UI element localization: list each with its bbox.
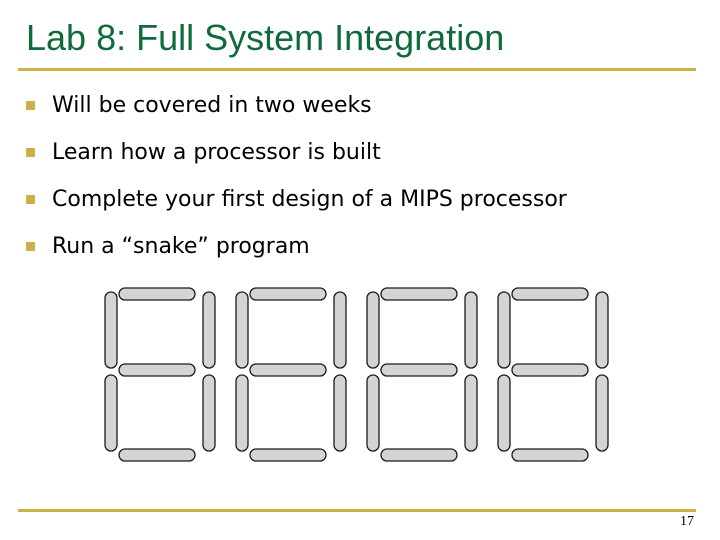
segment-top-right <box>595 291 609 369</box>
segment-top <box>118 287 196 301</box>
segment-top <box>380 287 458 301</box>
bullet-list: Will be covered in two weeks Learn how a… <box>26 82 567 270</box>
segment-top-right <box>202 291 216 369</box>
segment-bottom-left <box>235 374 249 452</box>
footer-rule <box>18 509 696 512</box>
seven-segment-display <box>104 287 609 462</box>
seven-segment-digit <box>235 287 347 462</box>
bullet-item: Will be covered in two weeks <box>26 82 567 129</box>
segment-top-left <box>497 291 511 369</box>
square-bullet-icon <box>26 148 35 157</box>
segment-bottom-left <box>366 374 380 452</box>
seven-segment-digit <box>104 287 216 462</box>
segment-top-left <box>366 291 380 369</box>
bullet-text: Will be covered in two weeks <box>52 93 372 118</box>
bullet-item: Learn how a processor is built <box>26 129 567 176</box>
bullet-text: Complete your first design of a MIPS pro… <box>52 187 567 212</box>
segment-middle <box>380 363 458 377</box>
square-bullet-icon <box>26 101 35 110</box>
page-number: 17 <box>680 514 694 529</box>
segment-bottom-right <box>464 374 478 452</box>
segment-top-right <box>464 291 478 369</box>
seven-segment-digit <box>497 287 609 462</box>
bullet-text: Learn how a processor is built <box>52 140 381 165</box>
bullet-item: Run a “snake” program <box>26 223 567 270</box>
segment-bottom <box>118 448 196 462</box>
segment-middle <box>511 363 589 377</box>
segment-middle <box>118 363 196 377</box>
segment-bottom <box>380 448 458 462</box>
seven-segment-digit <box>366 287 478 462</box>
slide-title: Lab 8: Full System Integration <box>26 17 505 58</box>
segment-bottom <box>249 448 327 462</box>
segment-top-left <box>104 291 118 369</box>
bullet-item: Complete your first design of a MIPS pro… <box>26 176 567 223</box>
segment-top <box>511 287 589 301</box>
segment-bottom <box>511 448 589 462</box>
segment-middle <box>249 363 327 377</box>
segment-top-left <box>235 291 249 369</box>
bullet-text: Run a “snake” program <box>52 234 310 259</box>
segment-bottom-right <box>202 374 216 452</box>
segment-bottom-right <box>595 374 609 452</box>
segment-bottom-left <box>497 374 511 452</box>
segment-bottom-right <box>333 374 347 452</box>
square-bullet-icon <box>26 242 35 251</box>
segment-top <box>249 287 327 301</box>
title-underline <box>18 68 696 71</box>
segment-top-right <box>333 291 347 369</box>
segment-bottom-left <box>104 374 118 452</box>
square-bullet-icon <box>26 195 35 204</box>
